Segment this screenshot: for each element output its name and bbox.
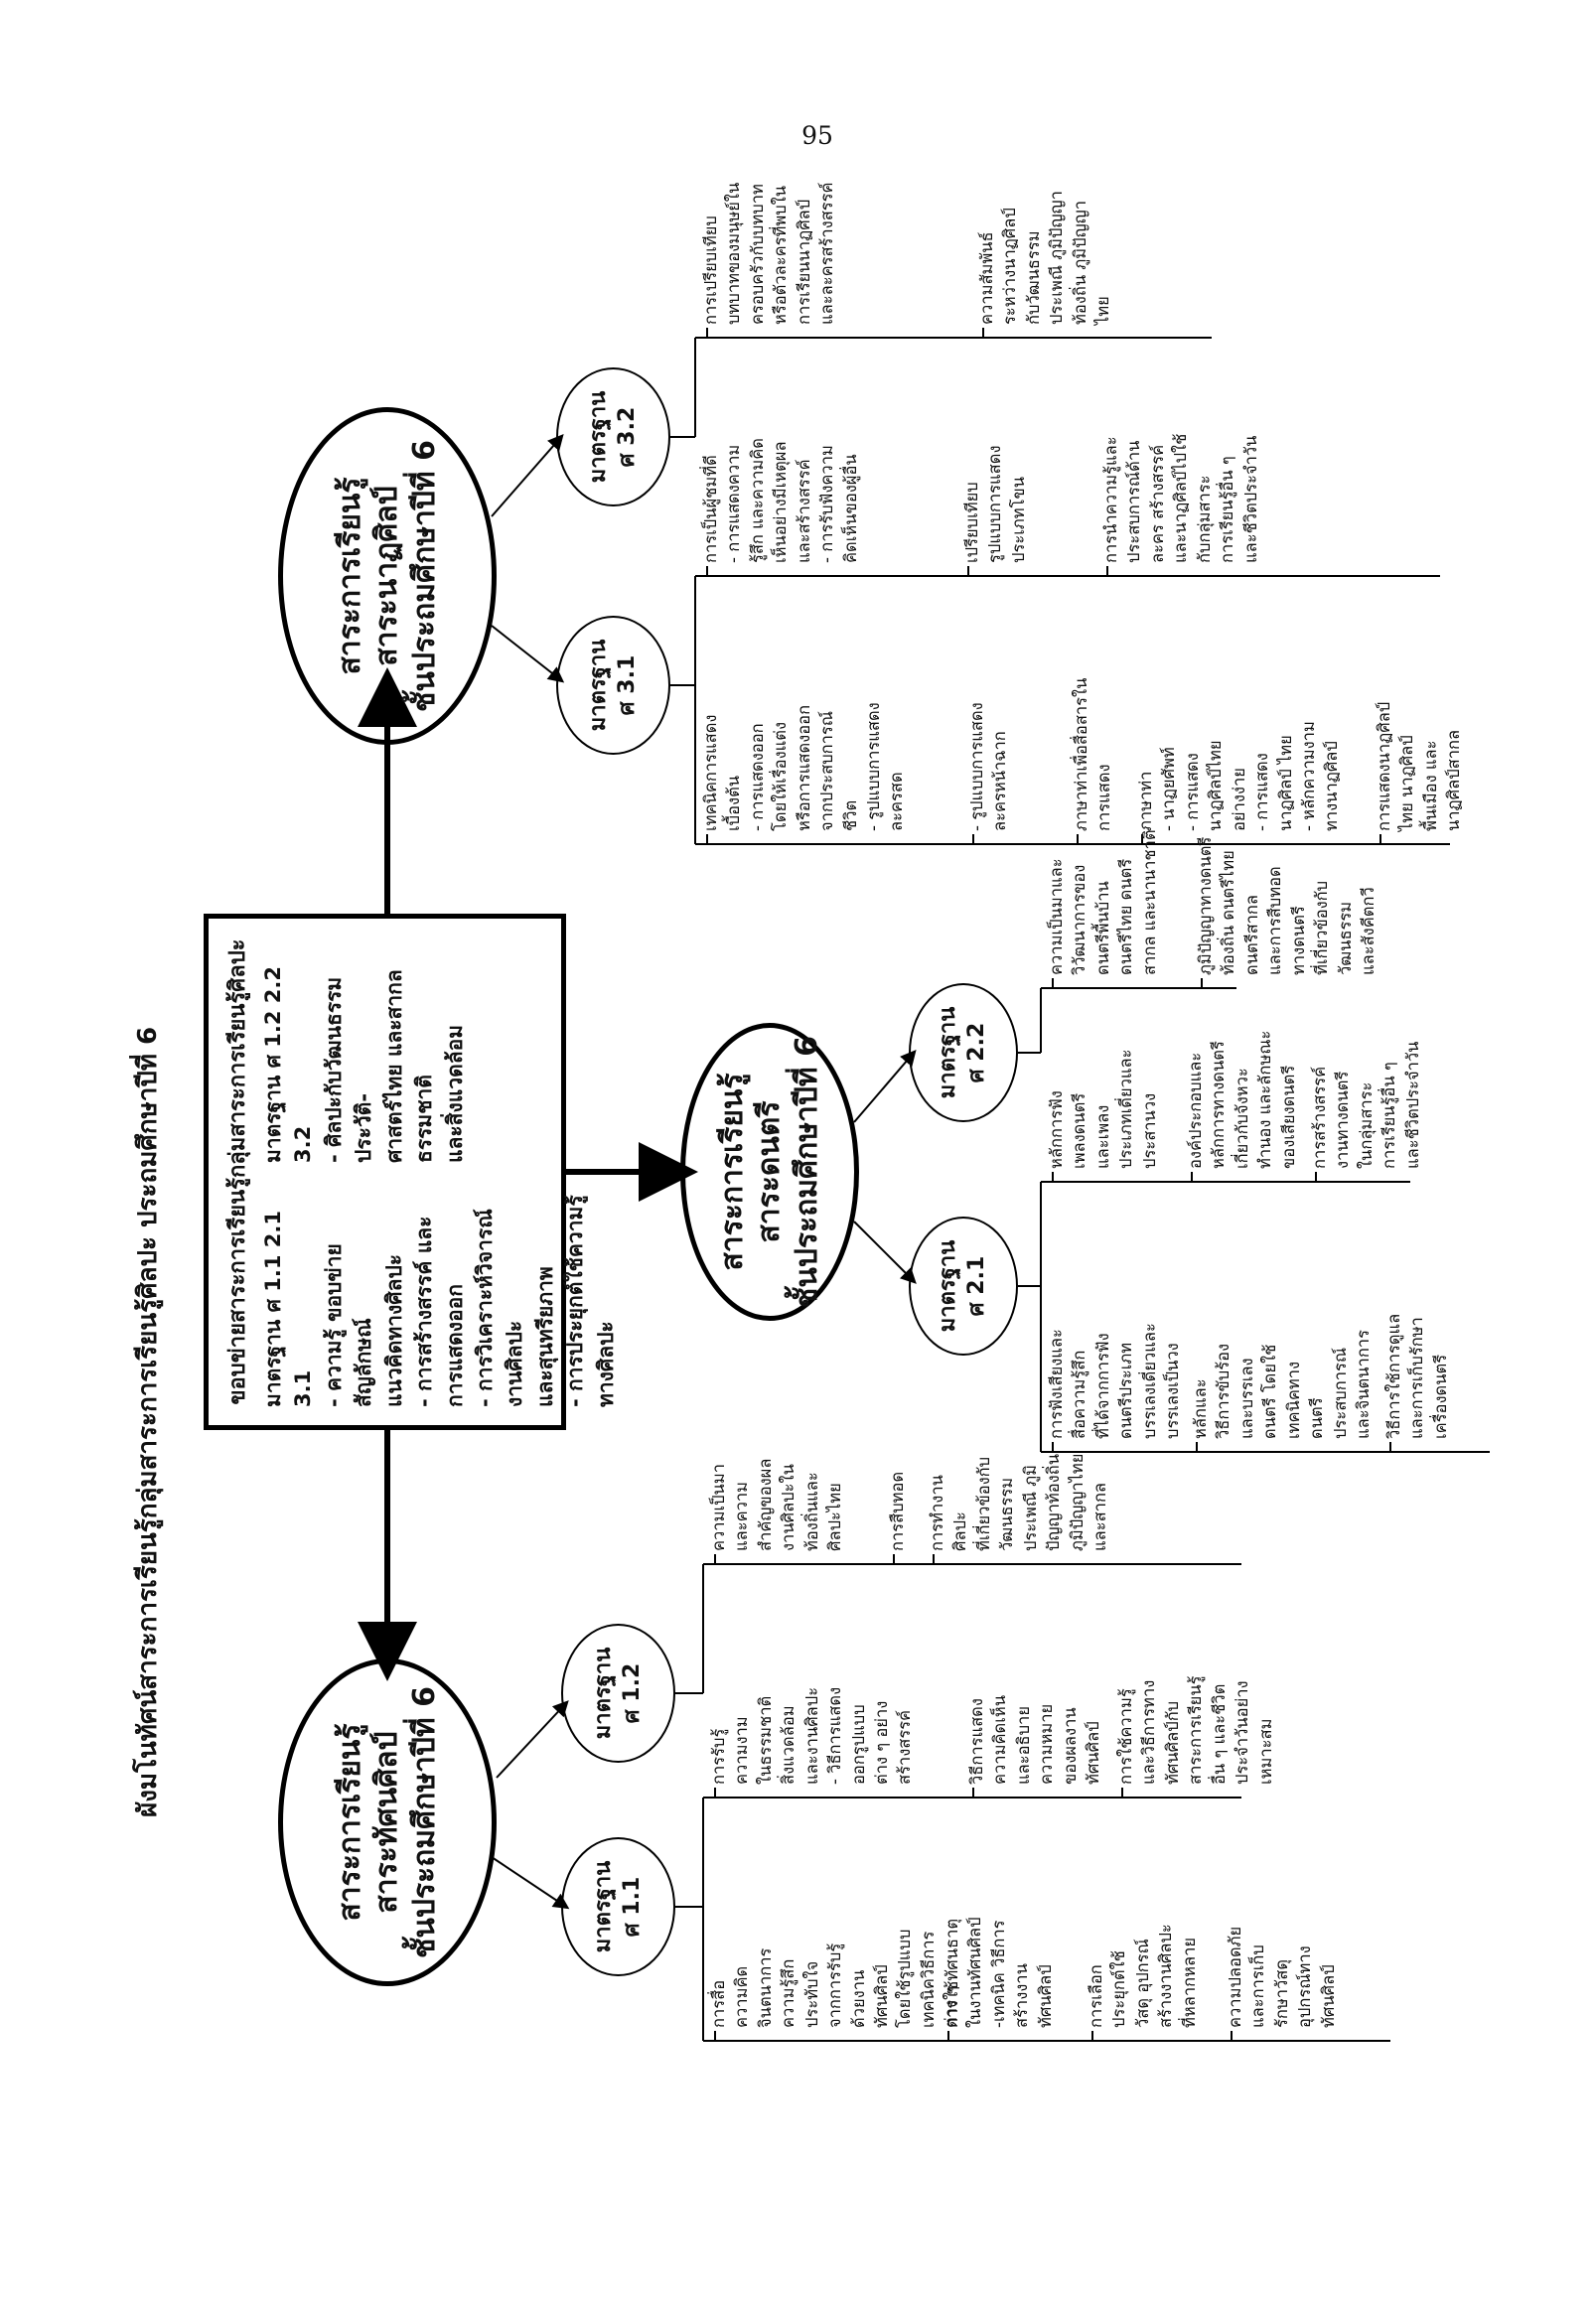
connector-layer: [358, 328, 1490, 2042]
content-item: หลักและ วิธีการขับร้อง และบรรเลง ดนตรี โ…: [1191, 1330, 1373, 1439]
content-item: การนำความรู้และ ประสบการณ์ด้าน ละคร สร้า…: [1101, 433, 1260, 563]
concept-map: ผังมโนทัศน์สาระการเรียนรู้กลุ่มสาระการเร…: [99, 179, 1510, 2066]
content-item: การสื่อ ความคิด จินตนาการ ความรู้สึก ประ…: [709, 1929, 961, 2028]
content-item: ภาษาท่าเพื่อสื่อสารใน การแสดง: [1072, 677, 1114, 831]
strand-music: สาระการเรียนรู้ สาระดนตรี ชั้นประถมศึกษา…: [680, 1023, 859, 1321]
central-left-line: - การประยุกต์ใช้ความรู้ทางศิลปะ: [563, 1195, 618, 1407]
content-item: การรับรู้ ความงาม ในธรรมชาติ สิ่งแวดล้อม…: [709, 1686, 915, 1785]
diagram-title: ผังมโนทัศน์สาระการเรียนรู้กลุ่มสาระการเร…: [133, 1026, 163, 1817]
content-item: ความเป็นมา และความ สำคัญของผล งานศิลปะใน…: [709, 1458, 845, 1551]
content-item: การเปรียบเทียบ บทบาทของมนุษย์ใน ครอบครัว…: [701, 182, 837, 325]
central-left-line: - การวิเคราะห์วิจารณ์งานศิลปะ และสุนทรีย…: [472, 1209, 557, 1407]
content-item: ภาษาท่า - นาฏยศัพท์ - การแสดง นาฏศิลป์ไท…: [1136, 721, 1342, 831]
content-item: การฟังเสียงและ สื่อความรู้สึก ที่ได้จากก…: [1047, 1323, 1183, 1439]
content-item: การเลือก ประยุกต์ใช้ วัสดุ อุปกรณ์ สร้าง…: [1087, 1924, 1199, 2028]
content-item: วิธีการแสดง ความคิดเห็น และอธิบาย ความหม…: [967, 1695, 1103, 1785]
standard-3-2: มาตรฐาน ศ 3.2: [556, 367, 670, 506]
standard-1-2: มาตรฐาน ศ 1.2: [561, 1624, 675, 1763]
central-scope-box: ขอบข่ายสาระการเรียนรู้กลุ่มสาระการเรียนร…: [204, 914, 618, 1430]
content-item: การสร้างสรรค์ งานทางดนตรี ในกลุ่มสาระ กา…: [1310, 1041, 1422, 1169]
central-box-title: ขอบข่ายสาระการเรียนรู้กลุ่มสาระการเรียนร…: [225, 938, 250, 1405]
page-number: 95: [801, 121, 833, 150]
content-item: หลักการฟัง เพลงดนตรี และเพลง ประเภทเดี่ย…: [1047, 1049, 1159, 1170]
content-item: การสืบทอด: [888, 1471, 907, 1551]
standard-2-2: มาตรฐาน ศ 2.2: [909, 983, 1018, 1122]
content-item: การทำงาน ศิลปะ ที่เกี่ยวข้องกับ วัฒนธรรม…: [928, 1453, 1109, 1551]
content-item: ภูมิปัญญาทางดนตรี ท้องถิ่น ดนตรีไทย ดนตร…: [1196, 836, 1378, 975]
central-right-column: มาตรฐาน ศ 1.2 2.2 3.2 - ศิลปะกับวัฒนธรรม…: [258, 936, 621, 1163]
content-item: - รูปแบบการแสดง ละครหน้าฉาก: [967, 702, 1010, 831]
standard-3-1: มาตรฐาน ศ 3.1: [556, 616, 670, 755]
content-item: การใช้ความรู้ และวิธีการทาง ทัศนศิลป์กับ…: [1116, 1675, 1275, 1786]
strand-dance: สาระการเรียนรู้ สาระนาฏศิลป์ ชั้นประถมศึ…: [278, 407, 497, 745]
content-item: ความปลอดภัย และการเก็บ รักษาวัสดุ อุปกรณ…: [1226, 1926, 1338, 2028]
content-item: การแสดงนาฏศิลป์ ไทย นาฏศิลป์ พื้นเมือง แ…: [1375, 701, 1464, 831]
content-item: ความสัมพันธ์ ระหว่างนาฏศิลป์ กับวัฒนธรรม…: [977, 191, 1113, 325]
content-item: การเป็นผู้ชมที่ดี - การแสดงความ รู้สึก แ…: [701, 438, 860, 563]
standard-2-1: มาตรฐาน ศ 2.1: [909, 1217, 1018, 1356]
central-left-line: มาตรฐาน ศ 1.1 2.1 3.1: [260, 1211, 316, 1407]
content-item: เปรียบเทียบ รูปแบบการแสดง ประเภทโขน: [962, 445, 1028, 563]
content-item: การใช้ทัศนธาตุ ในงานทัศนศิลป์ -เทคนิค วิ…: [943, 1917, 1055, 2028]
content-item: เทคนิคการแสดง เบื้องต้น - การแสดงออก โดย…: [701, 702, 907, 831]
diagram-stage: ผังมโนทัศน์สาระการเรียนรู้กลุ่มสาระการเร…: [99, 179, 1510, 2066]
content-item: ความเป็นมาและ วิวัฒนาการของ ดนตรีพื้นบ้า…: [1047, 829, 1159, 975]
central-left-column: มาตรฐาน ศ 1.1 2.1 3.1 - ความรู้ ขอบข่าย …: [258, 1181, 621, 1407]
standard-1-1: มาตรฐาน ศ 1.1: [561, 1837, 675, 1976]
central-left-line: - ความรู้ ขอบข่าย สัญลักษณ์ แนวคิดทางศิล…: [321, 1243, 406, 1407]
central-right-line: - ศิลปะกับวัฒนธรรมประวัติ- ศาสตร์ไทย และ…: [321, 969, 467, 1163]
content-item: วิธีการใช้การดูแล และการเก็บรักษา เครื่อ…: [1384, 1313, 1450, 1439]
content-item: องค์ประกอบและ หลักการทางดนตรี เกี่ยวกับจ…: [1186, 1030, 1298, 1169]
central-right-line: มาตรฐาน ศ 1.2 2.2 3.2: [260, 966, 316, 1163]
central-left-line: - การสร้างสรรค์ และ การแสดงออก: [412, 1216, 467, 1407]
strand-visual-arts: สาระการเรียนรู้ สาระทัศนศิลป์ ชั้นประถมศ…: [278, 1658, 497, 1986]
